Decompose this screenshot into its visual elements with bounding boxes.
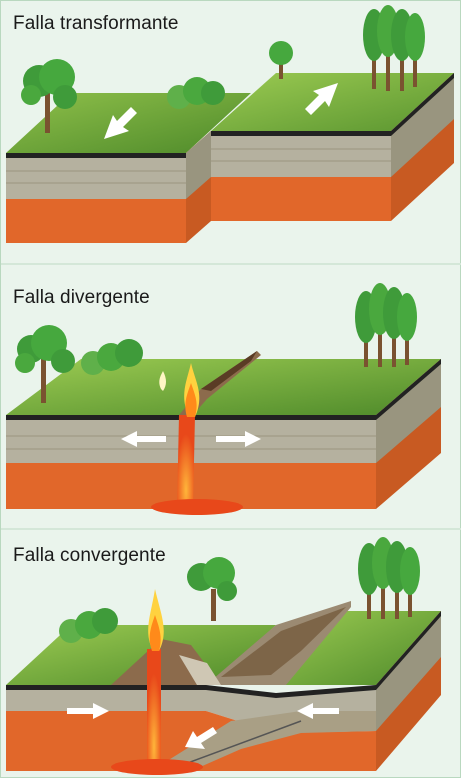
left-block-mantle-front bbox=[6, 199, 186, 243]
transform-fault-diagram bbox=[6, 5, 454, 243]
tree-oak-middle bbox=[187, 557, 237, 621]
divergent-surface bbox=[6, 359, 441, 415]
tree-small-right bbox=[269, 41, 293, 79]
panel-divergent-fault: Falla divergente bbox=[1, 271, 461, 521]
arrow-up-right bbox=[305, 83, 338, 115]
tree-poplars-right bbox=[358, 537, 420, 619]
tree-oak-left bbox=[15, 325, 75, 403]
title-divergent-fault: Falla divergente bbox=[13, 287, 150, 308]
convergent-fault-diagram bbox=[6, 537, 441, 775]
bush-left bbox=[81, 339, 143, 375]
magma-pool bbox=[111, 759, 203, 775]
tree-oak-left bbox=[21, 59, 77, 133]
panel-convergent-fault: Falla convergente bbox=[1, 535, 461, 777]
title-transform-fault: Falla transformante bbox=[13, 13, 179, 34]
panel-divider-2 bbox=[1, 528, 461, 530]
bush-left bbox=[59, 608, 118, 643]
right-plate-surface bbox=[276, 611, 441, 685]
arrow-right bbox=[216, 431, 261, 447]
left-block-crust-front bbox=[6, 153, 186, 199]
magma-column bbox=[177, 415, 195, 509]
right-block-surface bbox=[211, 73, 454, 131]
right-block-crust-front bbox=[211, 131, 391, 177]
arrow-right bbox=[67, 703, 109, 719]
magma-pool bbox=[151, 499, 243, 515]
arrow-subduction bbox=[185, 727, 217, 749]
arrow-left bbox=[121, 431, 166, 447]
panel-transform-fault: Falla transformante bbox=[1, 1, 461, 256]
arrow-left bbox=[297, 703, 339, 719]
panel-divider-1 bbox=[1, 263, 461, 265]
tree-poplars-right bbox=[363, 5, 425, 91]
title-convergent-fault: Falla convergente bbox=[13, 545, 166, 566]
arrow-down-left bbox=[104, 107, 137, 139]
magma-column bbox=[147, 649, 161, 771]
divergent-fault-diagram bbox=[6, 283, 441, 515]
tree-poplars-right bbox=[355, 283, 417, 367]
bush-left bbox=[167, 77, 225, 109]
right-block-mantle-front bbox=[211, 177, 391, 221]
